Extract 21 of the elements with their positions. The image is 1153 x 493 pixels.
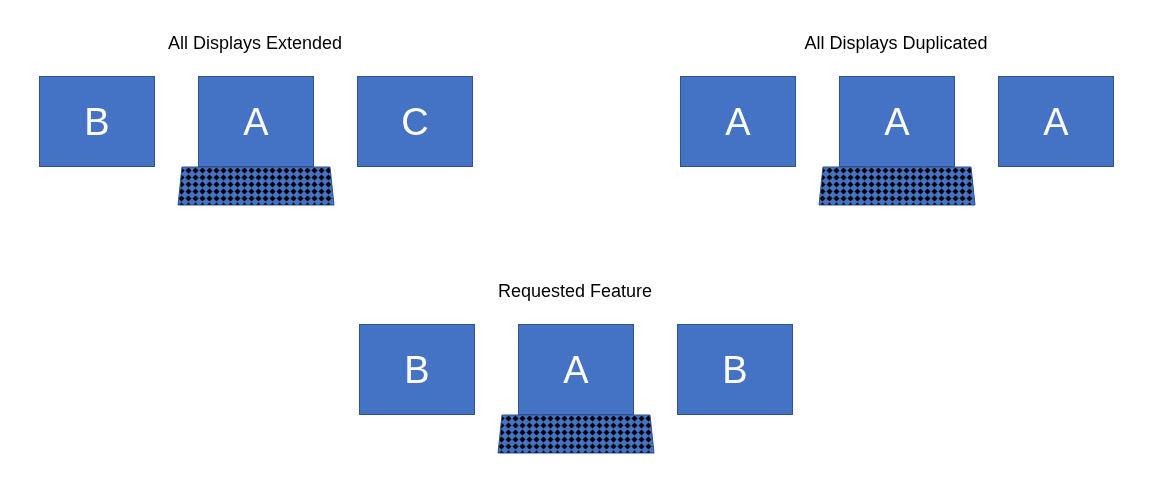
section-heading: All Displays Duplicated	[803, 33, 989, 54]
display-letter: A	[243, 102, 269, 141]
display-letter: B	[722, 350, 748, 389]
display-screen	[357, 76, 473, 167]
display-screen	[839, 76, 955, 167]
display-letter: A	[884, 102, 910, 141]
display-letter: C	[401, 102, 429, 141]
display-screen	[680, 76, 796, 167]
display-screen	[518, 324, 634, 415]
display-screen	[677, 324, 793, 415]
display-letter: A	[563, 350, 589, 389]
display-letter: A	[725, 102, 751, 141]
display-screen	[198, 76, 314, 167]
display-letter: B	[84, 102, 110, 141]
section-heading: All Displays Extended	[166, 33, 344, 54]
section-heading: Requested Feature	[496, 281, 654, 302]
display-screen	[39, 76, 155, 167]
display-screen	[359, 324, 475, 415]
display-letter: A	[1043, 102, 1069, 141]
display-screen	[998, 76, 1114, 167]
display-letter: B	[404, 350, 430, 389]
